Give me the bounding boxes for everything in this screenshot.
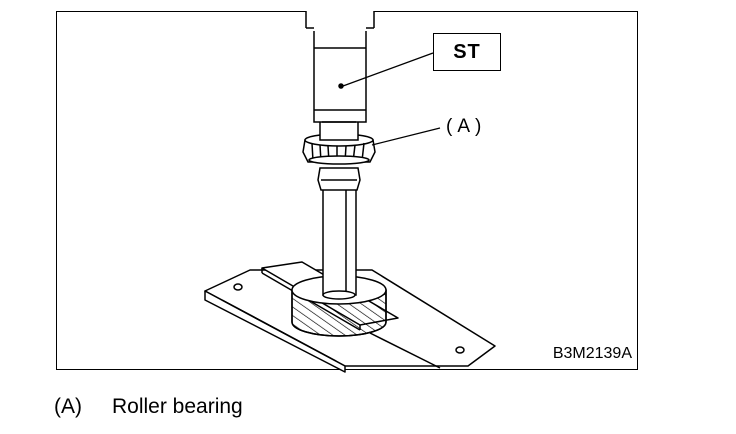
shaft [317,167,361,300]
st-label: ST [433,33,501,71]
leader-lines [342,52,441,146]
legend-text: Roller bearing [112,395,243,418]
legend: (A) Roller bearing [54,395,243,419]
st-tool [305,11,375,141]
figure-code: B3M2139A [552,345,632,362]
legend-key: (A) [54,395,82,418]
callout-a-label: (A) [446,116,487,137]
